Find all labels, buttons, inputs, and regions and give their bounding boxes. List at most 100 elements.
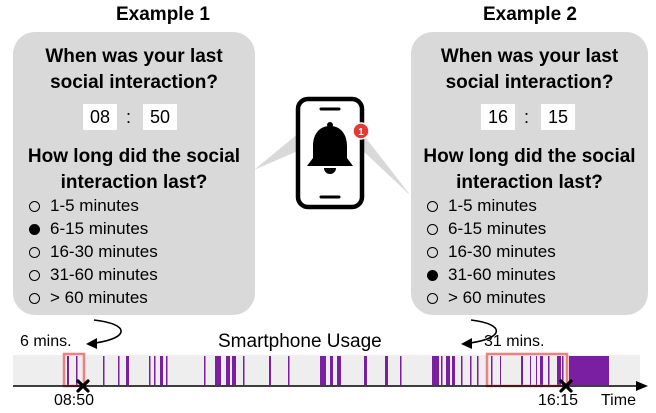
usage-bar (160, 356, 163, 385)
radio-unselected[interactable] (29, 247, 40, 258)
usage-bar (154, 356, 156, 385)
usage-bars (67, 356, 609, 385)
usage-bar (500, 356, 501, 385)
time-label-left: 08:50 (54, 392, 95, 409)
radio-unselected[interactable] (29, 270, 40, 281)
example-2-title: Example 2 (483, 4, 577, 25)
bubble-pointer-left (254, 132, 300, 170)
minute-field[interactable]: 50 (143, 104, 177, 130)
usage-bar (243, 356, 245, 385)
usage-bar (446, 356, 450, 385)
bubble-pointer-right (362, 133, 411, 196)
usage-bar (441, 356, 443, 385)
option-label: 6-15 minutes (448, 219, 547, 238)
time-label-right: 16:15 (538, 392, 579, 409)
usage-bar (364, 356, 367, 385)
option-label: 1-5 minutes (448, 196, 537, 215)
usage-bar (540, 356, 543, 385)
survey-card-1: When was your last social interaction? 0… (13, 32, 255, 315)
duration-option[interactable]: 1-5 minutes (427, 195, 537, 217)
notification-badge-count: 1 (358, 127, 364, 138)
usage-bar (491, 356, 493, 385)
arrow-right (469, 319, 498, 344)
time-axis-arrowhead (636, 381, 648, 391)
option-label: 16-30 minutes (50, 242, 158, 261)
usage-bar (103, 356, 105, 385)
duration-option[interactable]: 6-15 minutes (29, 218, 148, 240)
question-last-interaction: When was your last social interaction? (45, 46, 223, 93)
usage-bar (226, 356, 230, 385)
radio-unselected[interactable] (29, 201, 40, 212)
question-last-interaction: When was your last social interaction? (440, 46, 619, 93)
time-separator: : (524, 107, 530, 127)
usage-bar (477, 356, 479, 385)
radio-unselected[interactable] (427, 201, 438, 212)
usage-bar (400, 356, 402, 385)
usage-bar (67, 356, 69, 385)
usage-bar (166, 356, 168, 385)
time-axis-label: Time (601, 392, 636, 409)
duration-option[interactable]: 16-30 minutes (29, 241, 158, 263)
usage-bar (126, 356, 129, 385)
duration-option[interactable]: 31-60 minutes (427, 264, 556, 286)
usage-bar (76, 356, 78, 385)
option-label: 1-5 minutes (50, 196, 139, 215)
radio-unselected[interactable] (427, 247, 438, 258)
marker-x-icon (76, 379, 90, 393)
timeline-title: Smartphone Usage (218, 331, 382, 352)
minute-field[interactable]: 15 (541, 104, 575, 130)
usage-bar (521, 356, 523, 385)
usage-bar (569, 356, 609, 385)
usage-bar (536, 356, 537, 385)
arrow-left (93, 319, 122, 344)
duration-option[interactable]: 31-60 minutes (29, 264, 158, 286)
option-label: 6-15 minutes (50, 219, 149, 238)
usage-bar (461, 356, 463, 385)
smartphone-bell-icon (295, 96, 365, 210)
usage-bar (530, 356, 531, 385)
usage-track (13, 355, 640, 386)
usage-bar (118, 356, 120, 385)
marker-x-icon (559, 379, 573, 393)
bell-icon (307, 126, 353, 166)
radio-selected[interactable] (29, 224, 40, 235)
hour-field[interactable]: 08 (83, 104, 117, 130)
usage-bar (149, 356, 151, 385)
usage-bar (215, 356, 221, 385)
usage-bar (269, 356, 271, 385)
usage-bar (452, 356, 455, 385)
usage-bar (337, 356, 341, 385)
duration-option[interactable]: 6-15 minutes (427, 218, 546, 240)
option-label: 31-60 minutes (448, 265, 556, 284)
option-label: 16-30 minutes (448, 242, 556, 261)
usage-bar (232, 356, 236, 385)
option-label: > 60 minutes (50, 288, 148, 307)
question-duration: How long did the social interaction last… (423, 146, 636, 193)
usage-bar (548, 356, 550, 385)
duration-option[interactable]: > 60 minutes (29, 287, 148, 309)
usage-bar (557, 356, 561, 385)
usage-bar (385, 356, 388, 385)
usage-bar (288, 356, 290, 385)
radio-unselected[interactable] (427, 293, 438, 304)
duration-label-right: 31 mins. (484, 333, 545, 350)
notification-badge (352, 122, 370, 140)
survey-card-2: When was your last social interaction? 1… (411, 32, 648, 315)
duration-option[interactable]: 1-5 minutes (29, 195, 139, 217)
usage-bar (204, 356, 206, 385)
hour-field[interactable]: 16 (481, 104, 515, 130)
option-label: 31-60 minutes (50, 265, 158, 284)
usage-bar (432, 356, 439, 385)
time-separator: : (126, 107, 132, 127)
duration-option[interactable]: 16-30 minutes (427, 241, 556, 263)
question-duration: How long did the social interaction last… (27, 146, 241, 193)
radio-unselected[interactable] (427, 224, 438, 235)
usage-bar (320, 356, 326, 385)
usage-bar (562, 356, 564, 385)
radio-unselected[interactable] (29, 293, 40, 304)
duration-option[interactable]: > 60 minutes (427, 287, 546, 309)
radio-selected[interactable] (427, 270, 438, 281)
duration-label-left: 6 mins. (20, 333, 72, 350)
usage-bar (330, 356, 333, 385)
